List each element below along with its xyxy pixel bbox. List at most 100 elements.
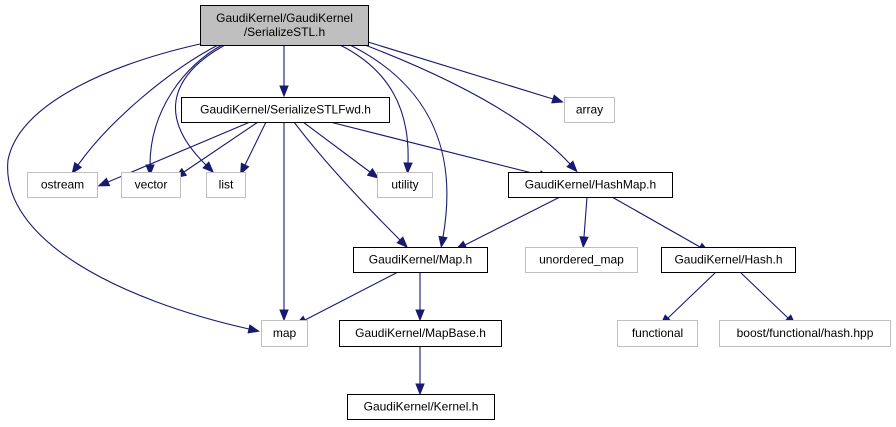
node-box[interactable]	[200, 5, 369, 46]
edge-line	[244, 121, 267, 166]
edge-line	[667, 271, 717, 319]
arrowhead-icon	[403, 162, 413, 175]
node-label: utility	[391, 178, 418, 192]
arrowhead-icon	[551, 94, 564, 104]
arrowhead-icon	[366, 167, 380, 179]
node-label: functional	[632, 326, 683, 340]
node-label: GaudiKernel/MapBase.h	[355, 326, 486, 340]
edge-serializestlfwd-to-hashmap	[329, 121, 552, 180]
edge-line	[302, 121, 371, 173]
edge-maph-to-map	[294, 271, 399, 326]
arrowhead-icon	[279, 309, 289, 322]
edge-line	[583, 196, 588, 238]
edge-serializestl-to-map	[7, 43, 261, 334]
node-functional: functional	[617, 320, 698, 347]
edge-line	[739, 271, 789, 319]
node-boosthash: boost/functional/hash.hpp	[719, 320, 891, 347]
node-utility: utility	[377, 172, 433, 198]
edge-serializestl-to-ostream	[71, 44, 219, 175]
edge-serializestlfwd-to-utility	[302, 121, 380, 179]
node-label: map	[273, 326, 297, 340]
node-box[interactable]	[353, 247, 488, 273]
edge-maph-to-mapbase	[415, 272, 425, 322]
node-map: map	[261, 320, 308, 347]
edge-line	[7, 43, 250, 330]
arrowhead-icon	[396, 236, 409, 249]
arrowhead-icon	[438, 235, 448, 249]
node-list: list	[206, 172, 246, 198]
edge-serializestlfwd-to-list	[240, 121, 267, 176]
edge-serializestl-to-maph	[349, 44, 448, 249]
edge-line	[304, 271, 399, 321]
arrowhead-icon	[279, 85, 289, 98]
edge-hashh-to-functional	[659, 271, 717, 326]
edge-serializestlfwd-to-maph	[293, 121, 409, 249]
edge-line	[175, 44, 226, 166]
node-box	[564, 97, 615, 123]
arrowhead-icon	[566, 160, 578, 173]
arrowhead-icon	[579, 236, 589, 249]
edge-serializestl-to-hashmap	[364, 44, 578, 173]
node-box[interactable]	[339, 320, 502, 347]
edge-line	[183, 121, 259, 173]
edge-line	[339, 44, 409, 164]
edge-hashh-to-boosthash	[739, 271, 797, 326]
node-label: ostream	[41, 178, 84, 192]
edge-mapbase-to-kernel	[415, 346, 425, 396]
edge-serializestl-to-utility	[339, 44, 413, 175]
node-label: GaudiKernel/GaudiKernel	[216, 11, 353, 25]
node-box[interactable]	[661, 247, 796, 273]
edge-line	[77, 44, 219, 166]
edge-line	[367, 41, 554, 100]
node-maph[interactable]: GaudiKernel/Map.h	[353, 247, 488, 273]
edge-serializestlfwd-to-map	[279, 122, 289, 322]
node-label: unordered_map	[539, 253, 624, 267]
node-mapbase[interactable]: GaudiKernel/MapBase.h	[339, 320, 502, 347]
edge-line	[329, 121, 541, 176]
node-serializestl[interactable]: GaudiKernel/GaudiKernel/SerializeSTL.h	[200, 5, 369, 46]
edge-serializestl-to-serializestlfwd	[279, 45, 289, 98]
node-label: GaudiKernel/Hash.h	[674, 253, 782, 267]
arrowhead-icon	[71, 161, 83, 175]
edge-serializestl-to-vector	[145, 44, 223, 177]
node-box	[377, 172, 433, 198]
node-box	[719, 320, 891, 347]
node-label: vector	[135, 178, 168, 192]
node-box[interactable]	[181, 97, 390, 123]
arrowhead-icon	[97, 177, 111, 187]
arrowhead-icon	[415, 309, 425, 322]
arrowhead-icon	[145, 164, 155, 177]
node-box	[121, 172, 181, 198]
arrowhead-icon	[240, 162, 250, 176]
node-label: list	[219, 178, 234, 192]
node-box	[617, 320, 698, 347]
node-box[interactable]	[347, 394, 495, 420]
node-kernel[interactable]: GaudiKernel/Kernel.h	[347, 394, 495, 420]
edge-serializestl-to-array	[367, 41, 564, 104]
node-box	[27, 172, 98, 198]
node-box	[261, 320, 308, 347]
node-hashh[interactable]: GaudiKernel/Hash.h	[661, 247, 796, 273]
arrowhead-icon	[247, 324, 261, 334]
edge-line	[464, 196, 561, 246]
node-ostream: ostream	[27, 172, 98, 198]
edge-line	[611, 196, 701, 248]
edge-line	[149, 44, 223, 166]
edge-hashmap-to-hashh	[611, 196, 710, 253]
arrowhead-icon	[415, 383, 425, 396]
nodes-layer: GaudiKernel/GaudiKernel/SerializeSTL.hGa…	[27, 5, 891, 420]
node-box[interactable]	[508, 172, 673, 198]
node-vector: vector	[121, 172, 181, 198]
node-serializestlfwd[interactable]: GaudiKernel/SerializeSTLFwd.h	[181, 97, 390, 123]
node-label: GaudiKernel/Kernel.h	[364, 400, 479, 414]
node-label: array	[576, 103, 603, 117]
node-unordered_map: unordered_map	[525, 247, 638, 273]
edge-hashmap-to-maph	[454, 196, 561, 251]
node-hashmap[interactable]: GaudiKernel/HashMap.h	[508, 172, 673, 198]
node-label: /SerializeSTL.h	[244, 25, 325, 39]
edge-hashmap-to-unordered_map	[579, 196, 589, 249]
arrowhead-icon	[202, 161, 215, 173]
edge-line	[349, 44, 448, 238]
node-label: GaudiKernel/SerializeSTLFwd.h	[200, 103, 371, 117]
